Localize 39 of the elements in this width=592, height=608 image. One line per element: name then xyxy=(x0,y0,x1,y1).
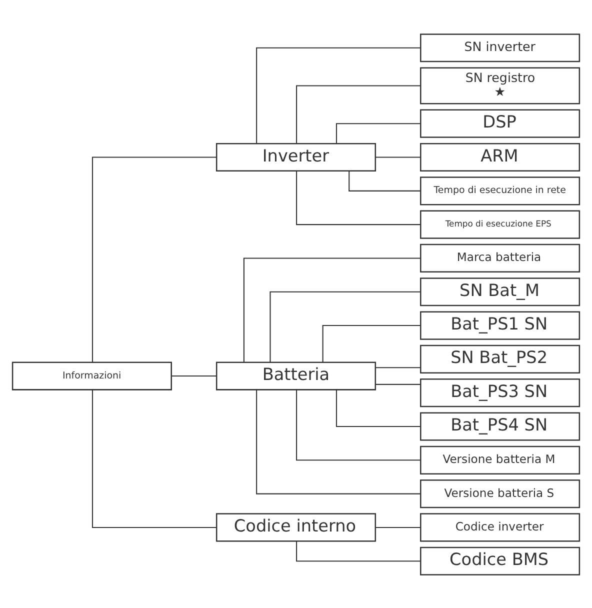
connector xyxy=(171,375,216,376)
node-box: Codice BMS xyxy=(420,546,580,575)
node-box: SN Bat_M xyxy=(420,277,580,306)
node-box: Bat_PS1 SN xyxy=(420,310,580,340)
connector xyxy=(322,324,420,362)
connector xyxy=(375,383,420,384)
node-box: Codice inverter xyxy=(420,512,580,542)
connector xyxy=(296,170,420,225)
connector xyxy=(270,290,421,362)
node-box: ARM xyxy=(420,142,580,172)
node-box: DSP xyxy=(420,108,580,138)
node-box: Tempo di esecuzione in rete xyxy=(420,176,580,205)
connector xyxy=(375,366,420,368)
node-box: Bat_PS3 SN xyxy=(420,378,580,407)
connector xyxy=(296,540,420,562)
connector xyxy=(296,389,420,460)
connector xyxy=(92,389,216,528)
connector xyxy=(348,170,421,191)
node-box: Versione batteria S xyxy=(420,479,580,508)
connector xyxy=(92,156,216,362)
node-box: Codice interno xyxy=(216,512,376,542)
node-box: Inverter xyxy=(216,142,376,172)
node-box: Batteria xyxy=(216,361,376,390)
node-box: SN Bat_PS2 xyxy=(420,344,580,373)
connector xyxy=(296,84,420,143)
node-box: Marca batteria xyxy=(420,243,580,272)
connector xyxy=(336,389,420,427)
connector xyxy=(375,156,420,158)
connector xyxy=(256,46,420,143)
node-box: Versione batteria M xyxy=(420,445,580,474)
connector xyxy=(375,526,420,528)
node-box: Informazioni xyxy=(12,361,172,390)
node-box: Tempo di esecuzione EPS xyxy=(420,210,580,238)
node-box: Bat_PS4 SN xyxy=(420,412,580,440)
node-box: SN inverter xyxy=(420,33,580,62)
node-box: SN registro ★ xyxy=(420,66,580,104)
connector xyxy=(243,257,420,362)
connector xyxy=(256,390,420,494)
connector xyxy=(336,122,420,144)
